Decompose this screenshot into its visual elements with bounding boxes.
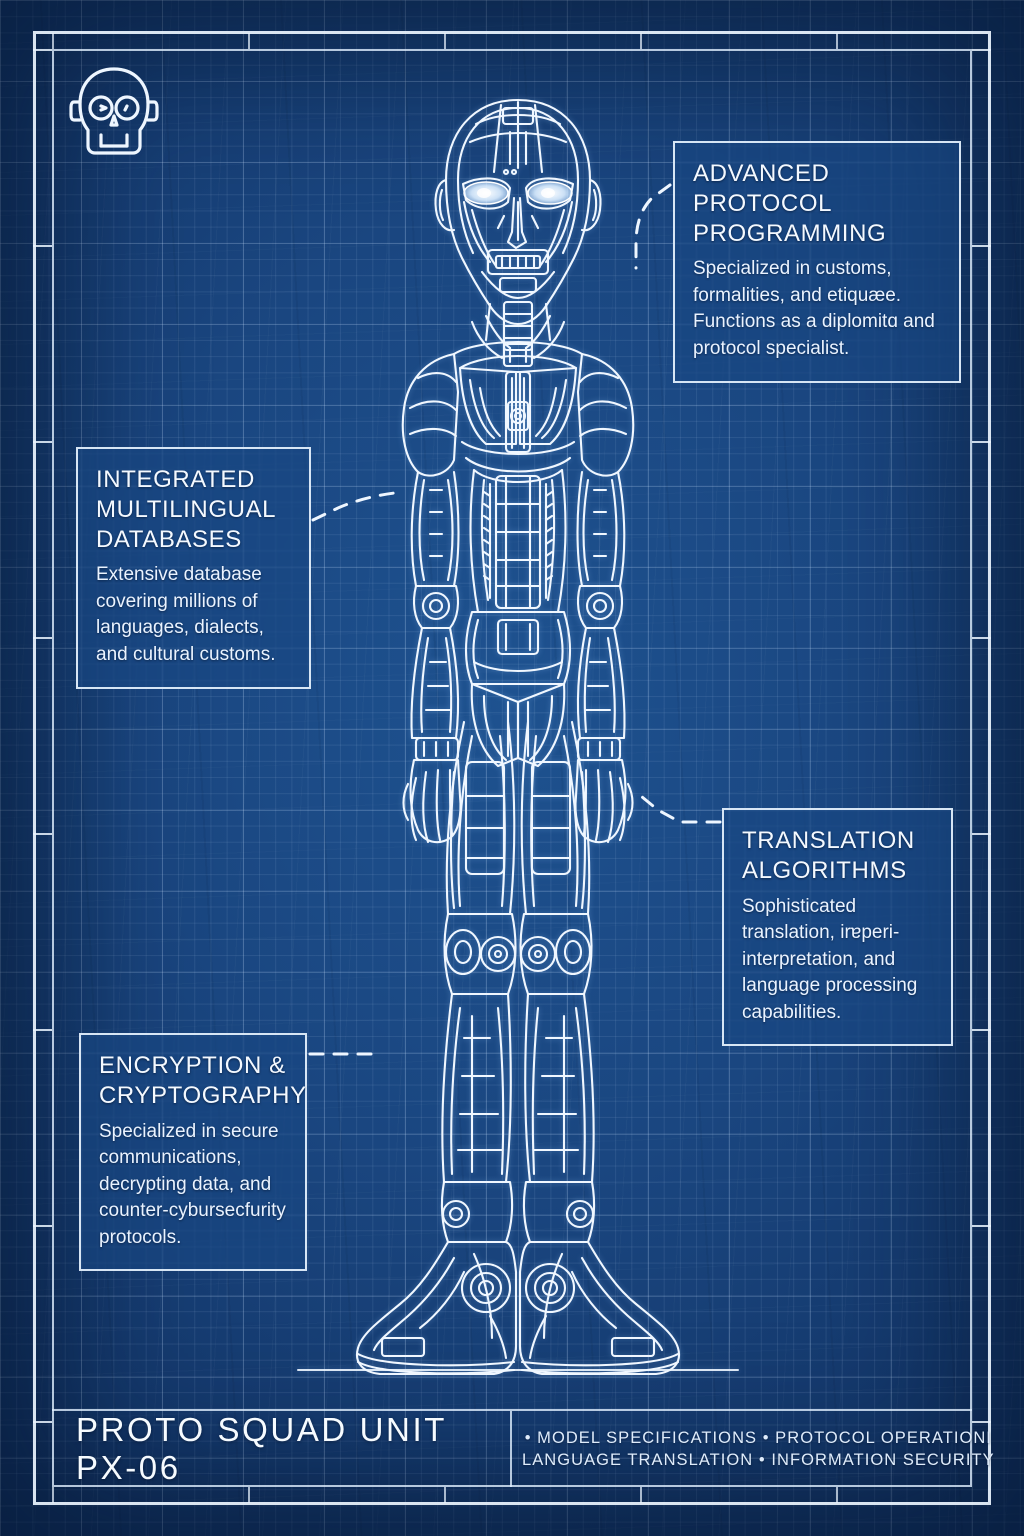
android-blueprint-figure [258,72,778,1402]
left-leg-assembly [356,720,518,1376]
robot-skull-icon [68,62,160,162]
callout-title-protocol: ADVANCED PROTOCOL PROGRAMMING [693,160,887,247]
specification-cell: • MODEL SPECIFICATIONS • PROTOCOL OPERAT… [512,1411,1005,1487]
callout-body-protocol: Specialized in customs, formalities, and… [693,258,935,360]
callout-body-multilingual: Extensive database covering millions of … [96,564,276,666]
title-block: PROTO SQUAD UNIT PX-06 • MODEL SPECIFICA… [52,1409,994,1487]
torso-assembly [401,340,635,768]
head-assembly [434,98,602,326]
callout-title-multilingual: INTEGRATED MULTILINGUAL DATABASES [96,466,276,553]
unit-designation-cell: PROTO SQUAD UNIT PX-06 [52,1411,512,1487]
callout-body-translation: Sophisticated translation, irɐperi-inter… [742,895,918,1023]
callout-panel-translation[interactable]: TRANSLATION ALGORITHMS Sophisticated tra… [722,808,953,1047]
unit-designation-label: PROTO SQUAD UNIT PX-06 [76,1411,447,1486]
spec-line-2: LANGUAGE TRANSLATION • INFORMATION SECUR… [522,1450,995,1469]
callout-panel-protocol[interactable]: ADVANCED PROTOCOL PROGRAMMING Specialize… [673,141,961,383]
callout-title-encryption: ENCRYPTION & CRYPTOGRAPHY [99,1052,307,1109]
callout-panel-encryption[interactable]: ENCRYPTION & CRYPTOGRAPHY Specialized in… [79,1033,307,1272]
callout-title-translation: TRANSLATION ALGORITHMS [742,827,915,884]
neck-assembly [470,300,566,360]
right-leg-assembly [518,720,680,1376]
left-arm-assembly [402,470,462,844]
inner-border-frame [52,49,972,1487]
callout-panel-multilingual[interactable]: INTEGRATED MULTILINGUAL DATABASES Extens… [76,447,311,689]
spec-line-1: • MODEL SPECIFICATIONS • PROTOCOL OPERAT… [524,1428,992,1447]
callout-body-encryption: Specialized in secure communications, de… [99,1120,286,1248]
